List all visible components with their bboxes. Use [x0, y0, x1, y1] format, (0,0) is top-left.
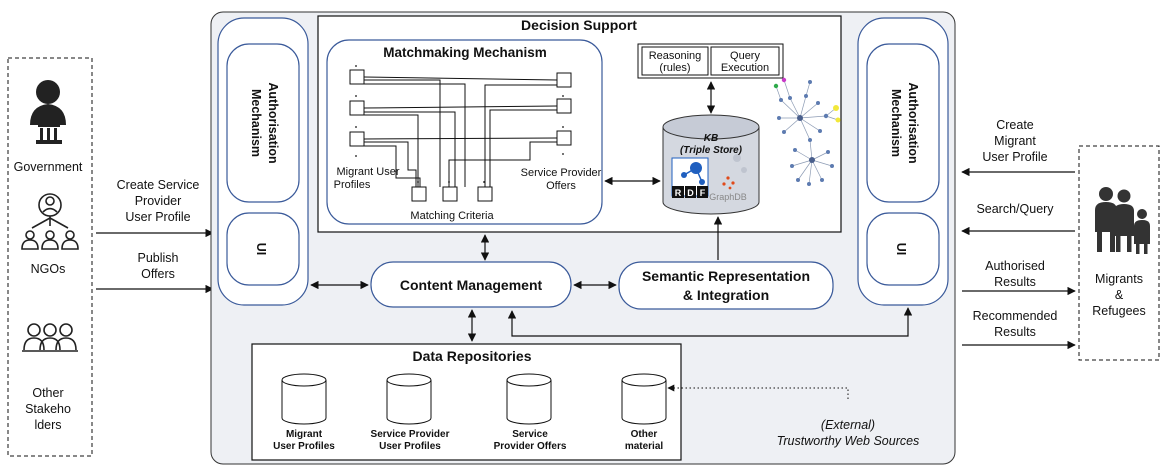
repository-sp-offers-cylinder	[506, 373, 552, 425]
auth-left-label-1: Authorisation	[266, 82, 280, 163]
provider-offers-label-2: Offers	[546, 180, 576, 192]
matchmaking-title: Matchmaking Mechanism	[383, 45, 547, 60]
migrants-family-icon	[1095, 187, 1150, 254]
rdf-letter-f: F	[700, 188, 706, 198]
publish-offers-label-2: Offers	[141, 267, 175, 281]
ngos-label: NGOs	[31, 262, 66, 276]
matching-dots	[355, 65, 564, 183]
create-sp-profile-label-3: User Profile	[125, 210, 190, 224]
create-migrant-label-2: Migrant	[994, 134, 1036, 148]
ui-right-label: UI	[894, 243, 908, 256]
create-sp-profile-label-2: Provider	[135, 194, 182, 208]
government-icon	[30, 80, 66, 144]
decision-support-title: Decision Support	[521, 17, 637, 33]
query-label-1: Query	[730, 50, 760, 62]
repository-migrant-cylinder	[281, 373, 327, 425]
repository-sp-profiles-label-1: Service Provider	[371, 429, 450, 440]
content-management-box	[370, 261, 572, 308]
query-box	[710, 46, 780, 76]
reasoning-label-2: (rules)	[659, 62, 690, 74]
provider-offers-label-1: Service Provider	[521, 167, 602, 179]
other-stakeholders-label-2: Stakeho	[25, 402, 71, 416]
rdf-letter-r: R	[675, 188, 682, 198]
recommended-results-label-1: Recommended	[973, 309, 1058, 323]
reasoning-box	[641, 46, 709, 76]
query-label-2: Execution	[721, 62, 769, 74]
authorised-results-label-2: Results	[994, 275, 1036, 289]
migrants-label-1: Migrants	[1095, 272, 1143, 286]
ui-left-label: UI	[254, 243, 268, 256]
migrants-label-3: Refugees	[1092, 304, 1146, 318]
other-stakeholders-label-1: Other	[32, 386, 63, 400]
ngos-icon	[21, 193, 79, 250]
auth-left-label-2: Mechanism	[249, 89, 263, 157]
auth-right-label-1: Authorisation	[906, 82, 920, 163]
auth-right-label-2: Mechanism	[889, 89, 903, 157]
migrant-profiles-label-1: Migrant User	[337, 166, 400, 178]
repository-other-label-2: material	[625, 441, 664, 452]
ui-left-box	[226, 212, 300, 286]
rdf-letter-d: D	[687, 188, 694, 198]
auth-right-box	[866, 43, 940, 203]
authorised-results-label-1: Authorised	[985, 259, 1045, 273]
external-label-1: (External)	[821, 418, 875, 432]
repository-sp-profiles-cylinder	[386, 373, 432, 425]
stakeholders-panel	[7, 57, 93, 457]
external-label-2: Trustworthy Web Sources	[777, 434, 920, 448]
matching-criteria-label: Matching Criteria	[410, 210, 494, 222]
create-migrant-label-1: Create	[996, 118, 1034, 132]
repository-migrant-label-2: User Profiles	[273, 441, 335, 452]
content-management-label: Content Management	[400, 277, 543, 293]
graphdb-label: GraphDB	[709, 192, 747, 202]
other-stakeholders-icon	[22, 323, 78, 352]
recommended-results-label-2: Results	[994, 325, 1036, 339]
data-repositories-title: Data Repositories	[412, 348, 531, 364]
migrants-label-2: &	[1115, 288, 1124, 302]
create-migrant-label-3: User Profile	[982, 150, 1047, 164]
other-stakeholders-label-3: lders	[34, 418, 61, 432]
migrant-profiles-label-2: Profiles	[334, 179, 371, 191]
ui-right-box	[866, 212, 940, 286]
repository-sp-offers-label-2: Provider Offers	[494, 441, 567, 452]
auth-left-box	[226, 43, 300, 203]
publish-offers-label-1: Publish	[138, 251, 179, 265]
knowledge-graph-visual	[775, 79, 839, 185]
semantic-label-2: & Integration	[683, 287, 769, 303]
graphdb-logo	[722, 176, 735, 190]
matching-network	[349, 69, 572, 202]
repository-sp-offers-label-1: Service	[512, 429, 548, 440]
kb-label-2: (Triple Store)	[680, 145, 743, 156]
repository-migrant-label-1: Migrant	[286, 429, 323, 440]
rdf-logo	[671, 157, 709, 198]
content-ui-right-connector	[507, 307, 913, 337]
semantic-label-1: Semantic Representation	[642, 268, 810, 284]
reasoning-label-1: Reasoning	[649, 50, 702, 62]
government-label: Government	[14, 160, 83, 174]
repository-other-cylinder	[621, 373, 667, 425]
create-sp-profile-label-1: Create Service	[117, 178, 200, 192]
kb-label-1: KB	[704, 133, 718, 144]
repository-other-label-1: Other	[631, 429, 658, 440]
repository-sp-profiles-label-2: User Profiles	[379, 441, 441, 452]
search-query-label: Search/Query	[976, 202, 1054, 216]
knowledge-graph-nodes	[773, 77, 841, 186]
